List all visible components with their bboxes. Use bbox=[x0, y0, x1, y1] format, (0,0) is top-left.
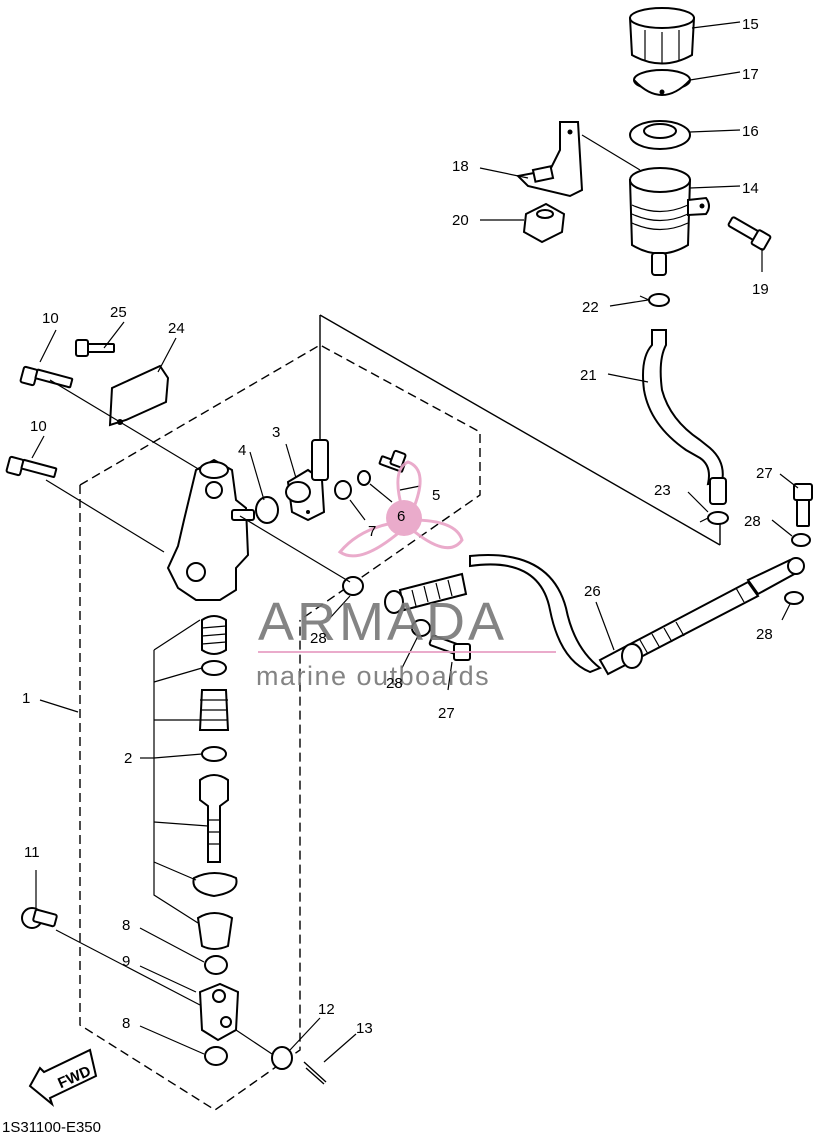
callout-2: 2 bbox=[124, 750, 132, 767]
nut-8b-part bbox=[204, 1046, 228, 1066]
callout-12: 12 bbox=[318, 1001, 335, 1018]
armada-watermark: ARMADA marine outboards bbox=[256, 460, 556, 691]
screw-5-part bbox=[378, 449, 407, 473]
callout-1: 1 bbox=[22, 690, 30, 707]
callout-28b: 28 bbox=[744, 513, 761, 530]
washer-28b-part bbox=[791, 533, 811, 547]
washer-12-part bbox=[271, 1046, 293, 1070]
callout-19: 19 bbox=[752, 281, 769, 298]
propeller-logo-icon bbox=[337, 460, 464, 558]
bolt-10b-part bbox=[5, 455, 58, 479]
callout-16: 16 bbox=[742, 123, 759, 140]
callout-28a: 28 bbox=[310, 630, 327, 647]
callout-7: 7 bbox=[368, 523, 376, 540]
master-cylinder-body-part bbox=[166, 458, 255, 601]
leader-lines bbox=[31, 21, 799, 1063]
washer-28d-part bbox=[784, 591, 804, 605]
callout-8a: 8 bbox=[122, 917, 130, 934]
bolt-10a-part bbox=[19, 365, 74, 389]
pin-11-part bbox=[21, 907, 58, 929]
washer-6-part bbox=[357, 470, 371, 486]
brake-hose-part bbox=[384, 554, 805, 676]
callout-labels: 1 2 3 4 5 6 7 8 8 9 10 10 11 12 13 14 15… bbox=[22, 16, 773, 1037]
callout-18: 18 bbox=[452, 158, 469, 175]
callout-6: 6 bbox=[397, 508, 405, 525]
hose-clip-23-part bbox=[699, 511, 729, 525]
washer-28a-part bbox=[342, 576, 364, 596]
reservoir-hose-part bbox=[642, 329, 727, 505]
callout-28c: 28 bbox=[386, 675, 403, 692]
callout-20: 20 bbox=[452, 212, 469, 229]
callout-27a: 27 bbox=[438, 705, 455, 722]
callout-17: 17 bbox=[742, 66, 759, 83]
piston-assembly-part bbox=[192, 615, 238, 950]
grommet-part bbox=[522, 202, 566, 244]
callout-25: 25 bbox=[110, 304, 127, 321]
callout-14: 14 bbox=[742, 180, 759, 197]
diagram-code: 1S31100-E350 bbox=[2, 1119, 101, 1134]
o-ring-part bbox=[255, 496, 279, 524]
callout-4: 4 bbox=[238, 442, 246, 459]
fwd-arrow-icon: FWD bbox=[28, 1048, 98, 1107]
callout-9: 9 bbox=[122, 953, 130, 970]
callout-8b: 8 bbox=[122, 1015, 130, 1032]
callout-10b: 10 bbox=[30, 418, 47, 435]
washer-28c-part bbox=[411, 619, 431, 637]
callout-5: 5 bbox=[432, 487, 440, 504]
callout-15: 15 bbox=[742, 16, 759, 33]
clevis-part bbox=[198, 982, 240, 1042]
watermark-brand: ARMADA bbox=[258, 592, 507, 652]
bolt-25-part bbox=[75, 339, 115, 357]
bracket-24-part bbox=[108, 364, 170, 427]
reservoir-cap-part bbox=[628, 7, 696, 65]
union-bolt-27b-part bbox=[793, 483, 813, 527]
callout-23: 23 bbox=[654, 482, 671, 499]
washer-7-part bbox=[334, 480, 352, 500]
diaphragm-part bbox=[629, 120, 691, 150]
bracket-part bbox=[515, 121, 584, 198]
callout-13: 13 bbox=[356, 1020, 373, 1037]
callout-10a: 10 bbox=[42, 310, 59, 327]
watermark-tagline: marine outboards bbox=[256, 661, 490, 691]
callout-11: 11 bbox=[24, 844, 40, 861]
diaphragm-plate-part bbox=[633, 69, 691, 96]
callout-28d: 28 bbox=[756, 626, 773, 643]
callout-26: 26 bbox=[584, 583, 601, 600]
callout-3: 3 bbox=[272, 424, 280, 441]
callout-27b: 27 bbox=[756, 465, 773, 482]
reservoir-body-part bbox=[628, 167, 710, 276]
callout-21: 21 bbox=[580, 367, 597, 384]
cotter-pin-13-part bbox=[303, 1061, 327, 1085]
assembly-outline bbox=[79, 314, 721, 1111]
callout-24: 24 bbox=[168, 320, 185, 337]
bolt-19-part bbox=[727, 216, 772, 251]
hose-clip-22-part bbox=[639, 293, 670, 307]
union-fitting-part bbox=[285, 439, 329, 522]
nut-8a-part bbox=[204, 955, 228, 975]
callout-22: 22 bbox=[582, 299, 599, 316]
